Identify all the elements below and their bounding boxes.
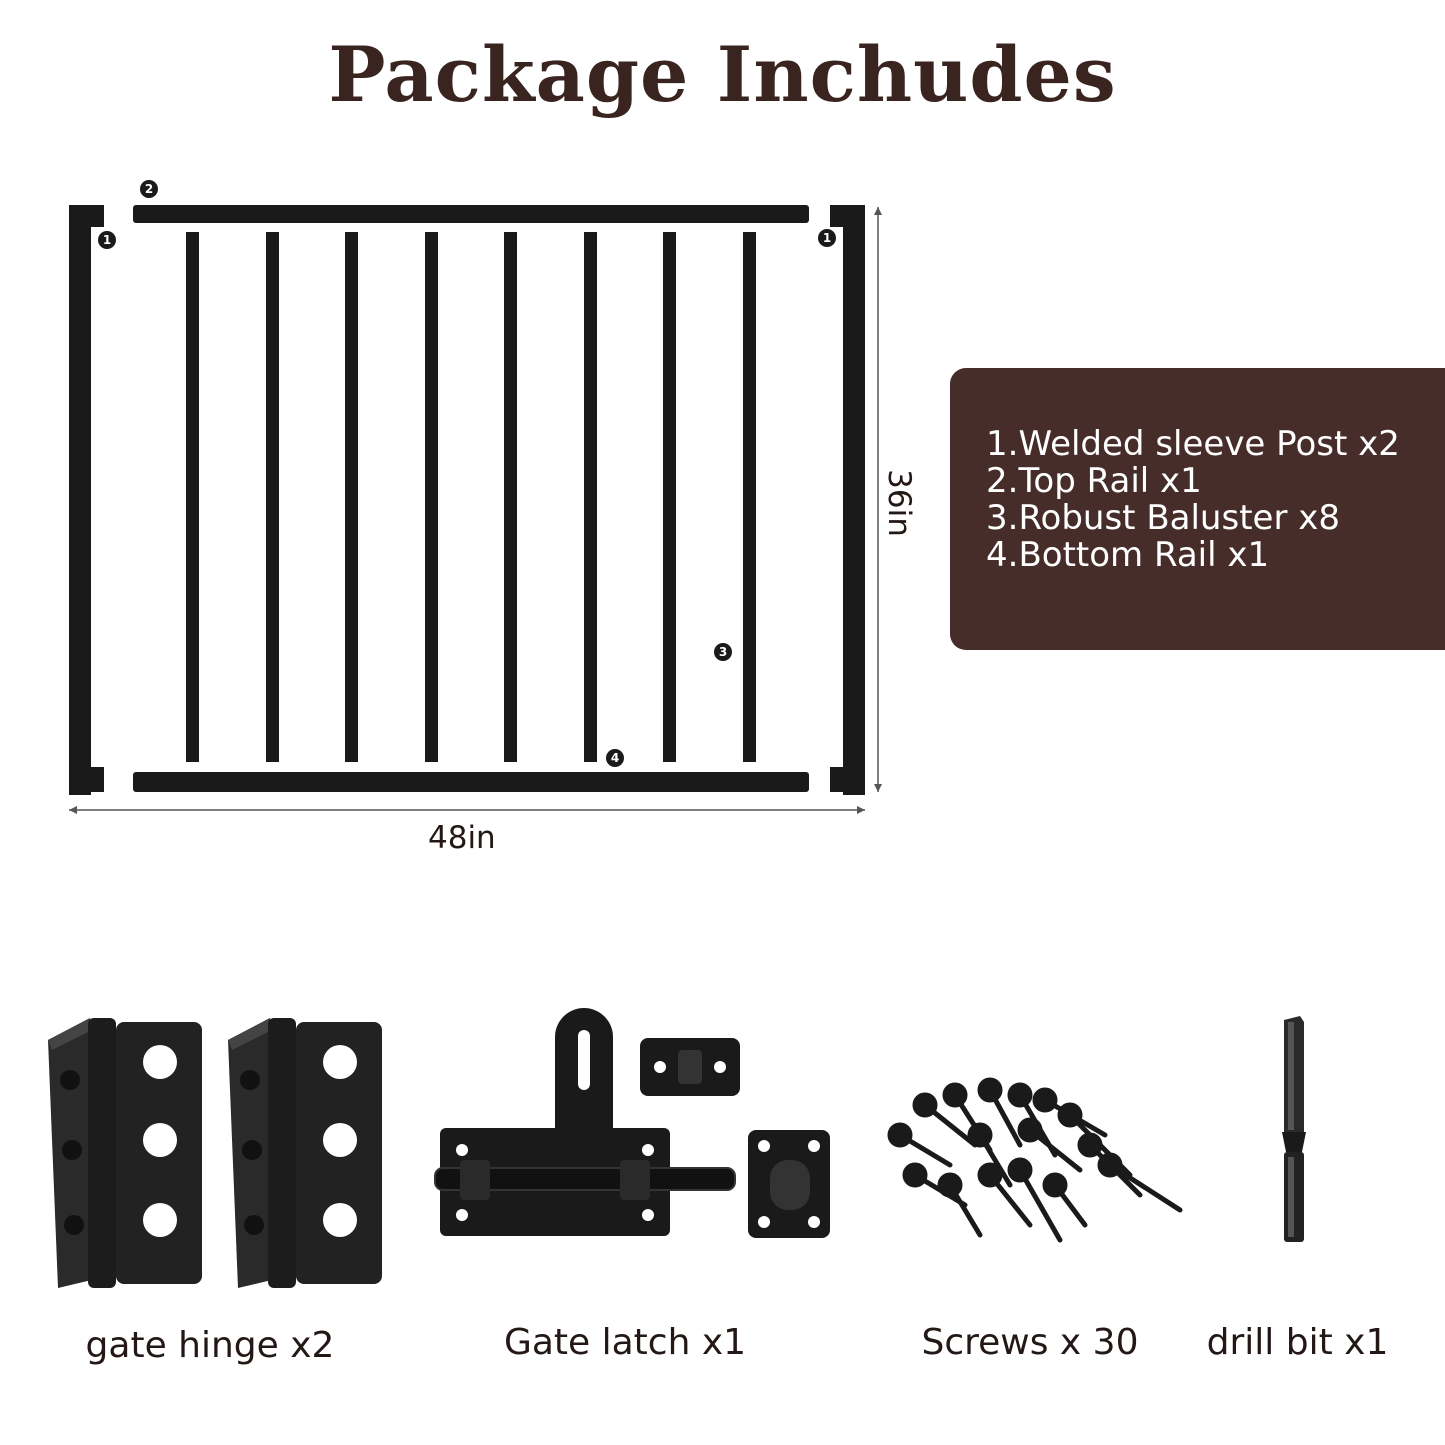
right-post-top-sleeve: [830, 205, 865, 227]
page-title: Package Inchudes: [328, 30, 1117, 119]
left-post-top-sleeve: [69, 205, 104, 227]
top-rail: [133, 205, 809, 223]
right-post-bottom-sleeve: [830, 767, 865, 792]
drill-bit-icon: [1282, 1016, 1306, 1242]
drill-bit-label: drill bit x1: [1206, 1322, 1389, 1363]
parts-list-item: 3.Robust Baluster x8: [986, 498, 1340, 538]
baluster: [186, 232, 199, 762]
latch-icon: [434, 1008, 830, 1238]
baluster: [504, 232, 517, 762]
parts-list-panel: 1.Welded sleeve Post x2 2.Top Rail x1 3.…: [950, 368, 1445, 650]
baluster: [345, 232, 358, 762]
latch-label: Gate latch x1: [503, 1322, 747, 1363]
drill-bit-image: [1282, 1016, 1306, 1242]
right-post: [843, 205, 865, 795]
parts-list-item: 1.Welded sleeve Post x2: [986, 424, 1400, 464]
baluster: [584, 232, 597, 762]
baluster: [663, 232, 676, 762]
screws-icon: [887, 1077, 1183, 1243]
parts-list-item: 2.Top Rail x1: [986, 461, 1202, 501]
balusters: [186, 232, 756, 762]
left-post-bottom-sleeve: [69, 767, 104, 792]
parts-list: 1.Welded sleeve Post x2 2.Top Rail x1 3.…: [986, 426, 1445, 574]
gate-frame-diagram: [69, 205, 882, 814]
bottom-rail: [133, 772, 809, 792]
callout-top-rail: 2: [140, 180, 158, 198]
baluster: [743, 232, 756, 762]
hinge-image: [48, 1018, 382, 1288]
callout-post-left: 1: [98, 231, 116, 249]
callout-baluster: 3: [714, 643, 732, 661]
latch-image: [434, 1008, 830, 1238]
callout-bottom-rail: 4: [606, 749, 624, 767]
callout-post-right: 1: [818, 229, 836, 247]
width-label: 48in: [428, 820, 496, 856]
screws-label: Screws x 30: [921, 1322, 1139, 1363]
baluster: [425, 232, 438, 762]
hinge-icon: [48, 1018, 202, 1288]
screws-image: [887, 1077, 1183, 1243]
hinge-icon: [228, 1018, 382, 1288]
parts-list-item: 4.Bottom Rail x1: [986, 535, 1270, 575]
height-label: 36in: [880, 469, 917, 537]
left-post: [69, 205, 91, 795]
baluster: [266, 232, 279, 762]
hinge-label: gate hinge x2: [85, 1325, 335, 1366]
